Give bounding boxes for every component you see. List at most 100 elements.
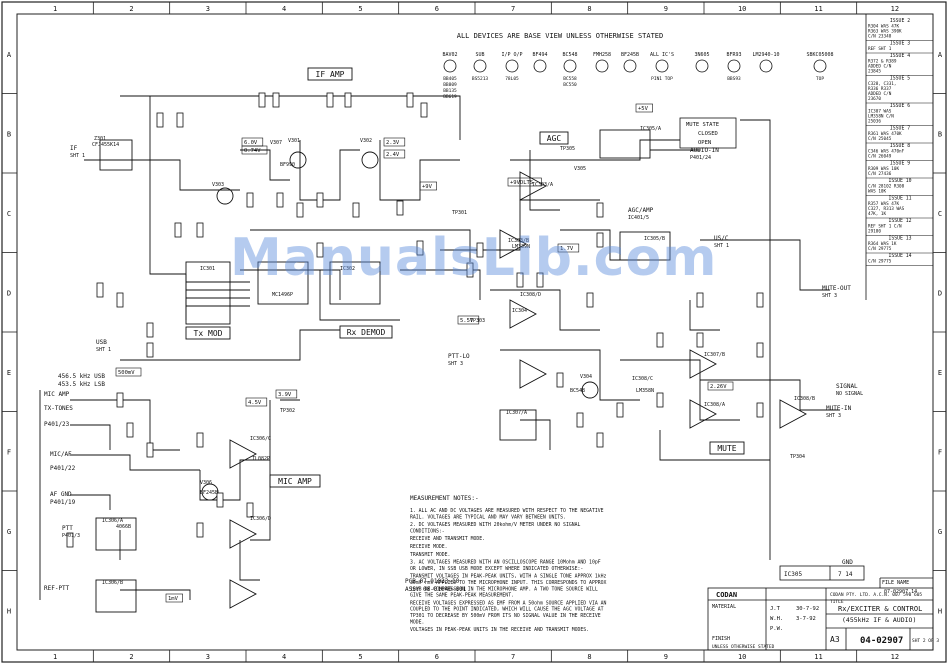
resistor bbox=[756, 342, 764, 358]
revision-text: ADDED C/N bbox=[868, 64, 892, 70]
input-label: P401/22 bbox=[50, 465, 76, 472]
grid-row-label: C bbox=[938, 210, 942, 218]
revision-text: R309 WAS 10K bbox=[868, 166, 899, 172]
header-note: ALL DEVICES ARE BASE VIEW UNLESS OTHERWI… bbox=[457, 32, 664, 40]
tolerance-note: UNLESS OTHERWISE STATED bbox=[712, 644, 775, 650]
revision-text: R364 WAS 1K bbox=[868, 241, 897, 247]
device-outline-icon bbox=[473, 59, 487, 73]
revision-text: 47K, 1K bbox=[868, 211, 887, 217]
ic-label: IC306/D bbox=[250, 516, 271, 522]
ic-label: IC303/A bbox=[532, 182, 553, 188]
resistor bbox=[146, 442, 154, 458]
input-label: USB bbox=[96, 339, 107, 346]
note-line: COUPLED TO THE POINT INDICATED, WHICH WI… bbox=[410, 607, 604, 613]
device-type-label: I/P O/P bbox=[501, 52, 522, 58]
revision-text: REF SHT 1 C/N bbox=[868, 224, 902, 230]
grid-column-label: 11 bbox=[814, 5, 822, 13]
revision-issue: ISSUE 11 bbox=[888, 196, 911, 202]
misc-component-label: TP304 bbox=[790, 454, 805, 460]
voltage-tag-box bbox=[383, 137, 406, 147]
grid-column-label: 5 bbox=[358, 653, 362, 661]
note-line: VOLTAGES IN PEAK-PEAK UNITS IN THE RECEI… bbox=[410, 627, 589, 633]
resistor bbox=[344, 92, 352, 108]
voltage-tag: 2.26V bbox=[710, 384, 727, 390]
input-label: TX-TONES bbox=[44, 405, 73, 412]
revision-text: C/N 26049 bbox=[868, 154, 892, 160]
revision-text: ADDED C/N bbox=[868, 91, 892, 97]
wiring bbox=[39, 95, 840, 600]
voltage-tag: 0.74V bbox=[244, 148, 261, 154]
input-ref: SHT 1 bbox=[96, 347, 111, 353]
resistor bbox=[272, 92, 280, 108]
resistor bbox=[316, 192, 324, 208]
device-extra-label: BC558 bbox=[563, 76, 577, 82]
resistor bbox=[146, 342, 154, 358]
transistor-label: BC548 bbox=[570, 388, 585, 394]
output-ref: IC401/5 bbox=[628, 215, 649, 221]
device-extra-label: 78L05 bbox=[505, 76, 519, 82]
approved-by: P.W. bbox=[770, 626, 783, 632]
voltage-tag: 4.5V bbox=[248, 400, 262, 406]
input-label: IF bbox=[70, 145, 78, 152]
notes-title: MEASUREMENT NOTES:- bbox=[410, 495, 479, 502]
company-logo-text: CODAN bbox=[716, 591, 737, 599]
grid-row-label: D bbox=[7, 289, 11, 297]
revision-text: LM358N C/N bbox=[868, 114, 894, 120]
drawing-number: 04-02907 bbox=[860, 636, 903, 646]
file-name-label: FILE NAME bbox=[882, 580, 909, 586]
grid-row-label: C bbox=[7, 210, 11, 218]
grid-row-label: H bbox=[7, 607, 11, 615]
mute-state-open: OPEN bbox=[698, 140, 711, 146]
grid-row-label: F bbox=[938, 448, 942, 456]
revision-text: REF SHT 1 bbox=[868, 46, 892, 52]
grid-column-label: 3 bbox=[206, 653, 210, 661]
sheet-number: SHT 2 OF 3 bbox=[912, 638, 939, 644]
revision-text: C/N 28102 R308 bbox=[868, 184, 905, 190]
mic-amp-box bbox=[269, 474, 321, 488]
device-extra-label: BB135 bbox=[443, 88, 457, 94]
output-ref: SHT 3 bbox=[822, 293, 837, 299]
company-full: CODAN PTY. LTD. A.C.N. 007 590 605 bbox=[830, 592, 922, 598]
resistor bbox=[396, 200, 404, 216]
resistor bbox=[406, 92, 414, 108]
revision-text: 25036 bbox=[868, 119, 881, 125]
tx-mod-box bbox=[185, 326, 231, 340]
grid-row-label: A bbox=[938, 51, 943, 59]
input-label: MIC AMP bbox=[44, 391, 70, 398]
voltage-tag-box bbox=[275, 389, 298, 399]
voltage-tag: +5V bbox=[638, 106, 649, 112]
ic-label: IC308/D bbox=[520, 292, 541, 298]
grid-column-label: 10 bbox=[738, 653, 746, 661]
grid-column-label: 6 bbox=[435, 653, 439, 661]
voltage-tag-box bbox=[635, 103, 653, 113]
pcb-number: PCB 07-01023-10 bbox=[405, 578, 460, 585]
device-outline-icon bbox=[695, 59, 709, 73]
grid-row-label: B bbox=[7, 130, 11, 138]
note-line: 10dB OF COMPRESSION IN THE MICROPHONE AM… bbox=[410, 586, 598, 592]
transistor-label: V306 bbox=[200, 480, 212, 486]
ic-label: IC305/B bbox=[644, 236, 665, 242]
resistor bbox=[416, 240, 424, 256]
revision-text: C/N 29775 bbox=[868, 246, 892, 252]
if-amp-box bbox=[307, 67, 353, 81]
device-type-label: BFR93 bbox=[726, 52, 741, 58]
device-outline-icon bbox=[505, 59, 519, 73]
device-type-label: BF494 bbox=[532, 52, 547, 58]
revision-issue: ISSUE 7 bbox=[890, 126, 910, 132]
finish-label: FINISH bbox=[712, 636, 730, 642]
device-type-label: ALL IC'S bbox=[650, 52, 674, 58]
revision-issue: ISSUE 14 bbox=[888, 253, 911, 259]
device-type-label: 3N605 bbox=[694, 52, 709, 58]
note-line: TRANSMIT MODE. bbox=[410, 552, 450, 558]
transistor-label: V303 bbox=[212, 182, 224, 188]
revision-issue: ISSUE 8 bbox=[890, 143, 910, 149]
input-label: AF GND bbox=[50, 491, 72, 498]
ic-label: LM358N bbox=[636, 388, 654, 394]
grid-column-label: 4 bbox=[282, 5, 286, 13]
voltage-tag-box bbox=[457, 315, 480, 325]
voltage-tag-box bbox=[383, 149, 406, 159]
voltage-tag: 3.9V bbox=[278, 392, 292, 398]
